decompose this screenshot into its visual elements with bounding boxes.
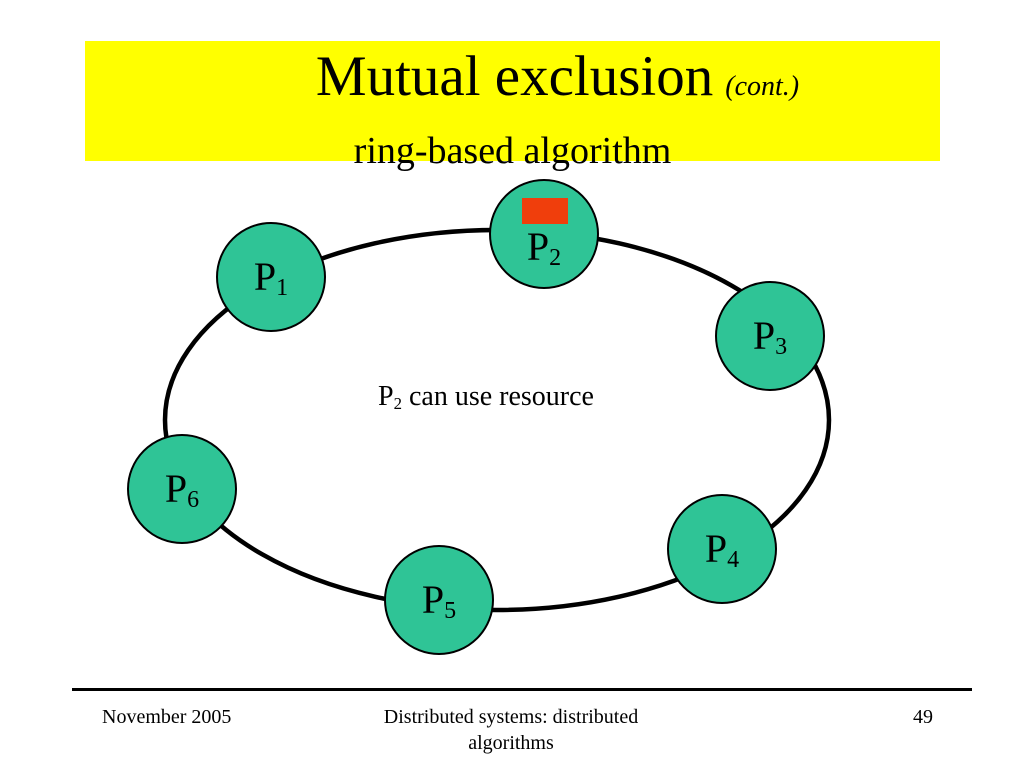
title-banner: Mutual exclusion (cont.) ring-based algor… <box>85 41 940 172</box>
process-node-p1: P1 <box>216 222 326 332</box>
process-node-p3: P3 <box>715 281 825 391</box>
process-node-p5: P5 <box>384 545 494 655</box>
footer-page-number: 49 <box>913 706 933 728</box>
process-node-p6: P6 <box>127 434 237 544</box>
annotation-rest: can use resource <box>401 381 594 412</box>
annotation-sub: 2 <box>393 393 402 413</box>
slide-title-cont: (cont.) <box>725 71 800 102</box>
process-label-p4: P4 <box>704 526 739 573</box>
process-label-base: P <box>253 254 277 299</box>
process-label-sub: 3 <box>775 334 788 361</box>
process-label-sub: 2 <box>549 245 562 272</box>
process-node-p4: P4 <box>667 494 777 604</box>
process-label-p3: P3 <box>752 313 787 360</box>
process-label-base: P <box>526 224 550 269</box>
process-label-base: P <box>704 526 728 571</box>
process-label-sub: 1 <box>276 275 289 302</box>
footer-divider <box>72 688 972 691</box>
slide-subtitle: ring-based algorithm <box>353 130 672 172</box>
annotation-text: P2 can use resource <box>378 381 594 413</box>
process-label-p2: P2 <box>526 201 561 271</box>
process-label-base: P <box>752 313 776 358</box>
footer-caption-line2: algorithms <box>468 732 554 754</box>
token-marker <box>522 198 568 224</box>
process-label-p6: P6 <box>164 466 199 513</box>
process-label-base: P <box>421 577 445 622</box>
slide-title-main: Mutual exclusion <box>315 45 714 108</box>
process-label-p5: P5 <box>421 577 456 624</box>
process-node-p2: P2 <box>489 179 599 289</box>
process-label-base: P <box>164 466 188 511</box>
annotation-base: P <box>378 381 394 412</box>
process-label-p1: P1 <box>253 254 288 301</box>
footer-caption: Distributed systems: distributed algorit… <box>331 704 691 756</box>
footer-caption-line1: Distributed systems: distributed <box>383 706 639 728</box>
process-label-sub: 4 <box>727 547 740 574</box>
process-label-sub: 5 <box>444 598 457 625</box>
footer-date: November 2005 <box>102 706 232 728</box>
process-label-sub: 6 <box>187 487 200 514</box>
slide-title: Mutual exclusion (cont.) <box>226 45 799 119</box>
